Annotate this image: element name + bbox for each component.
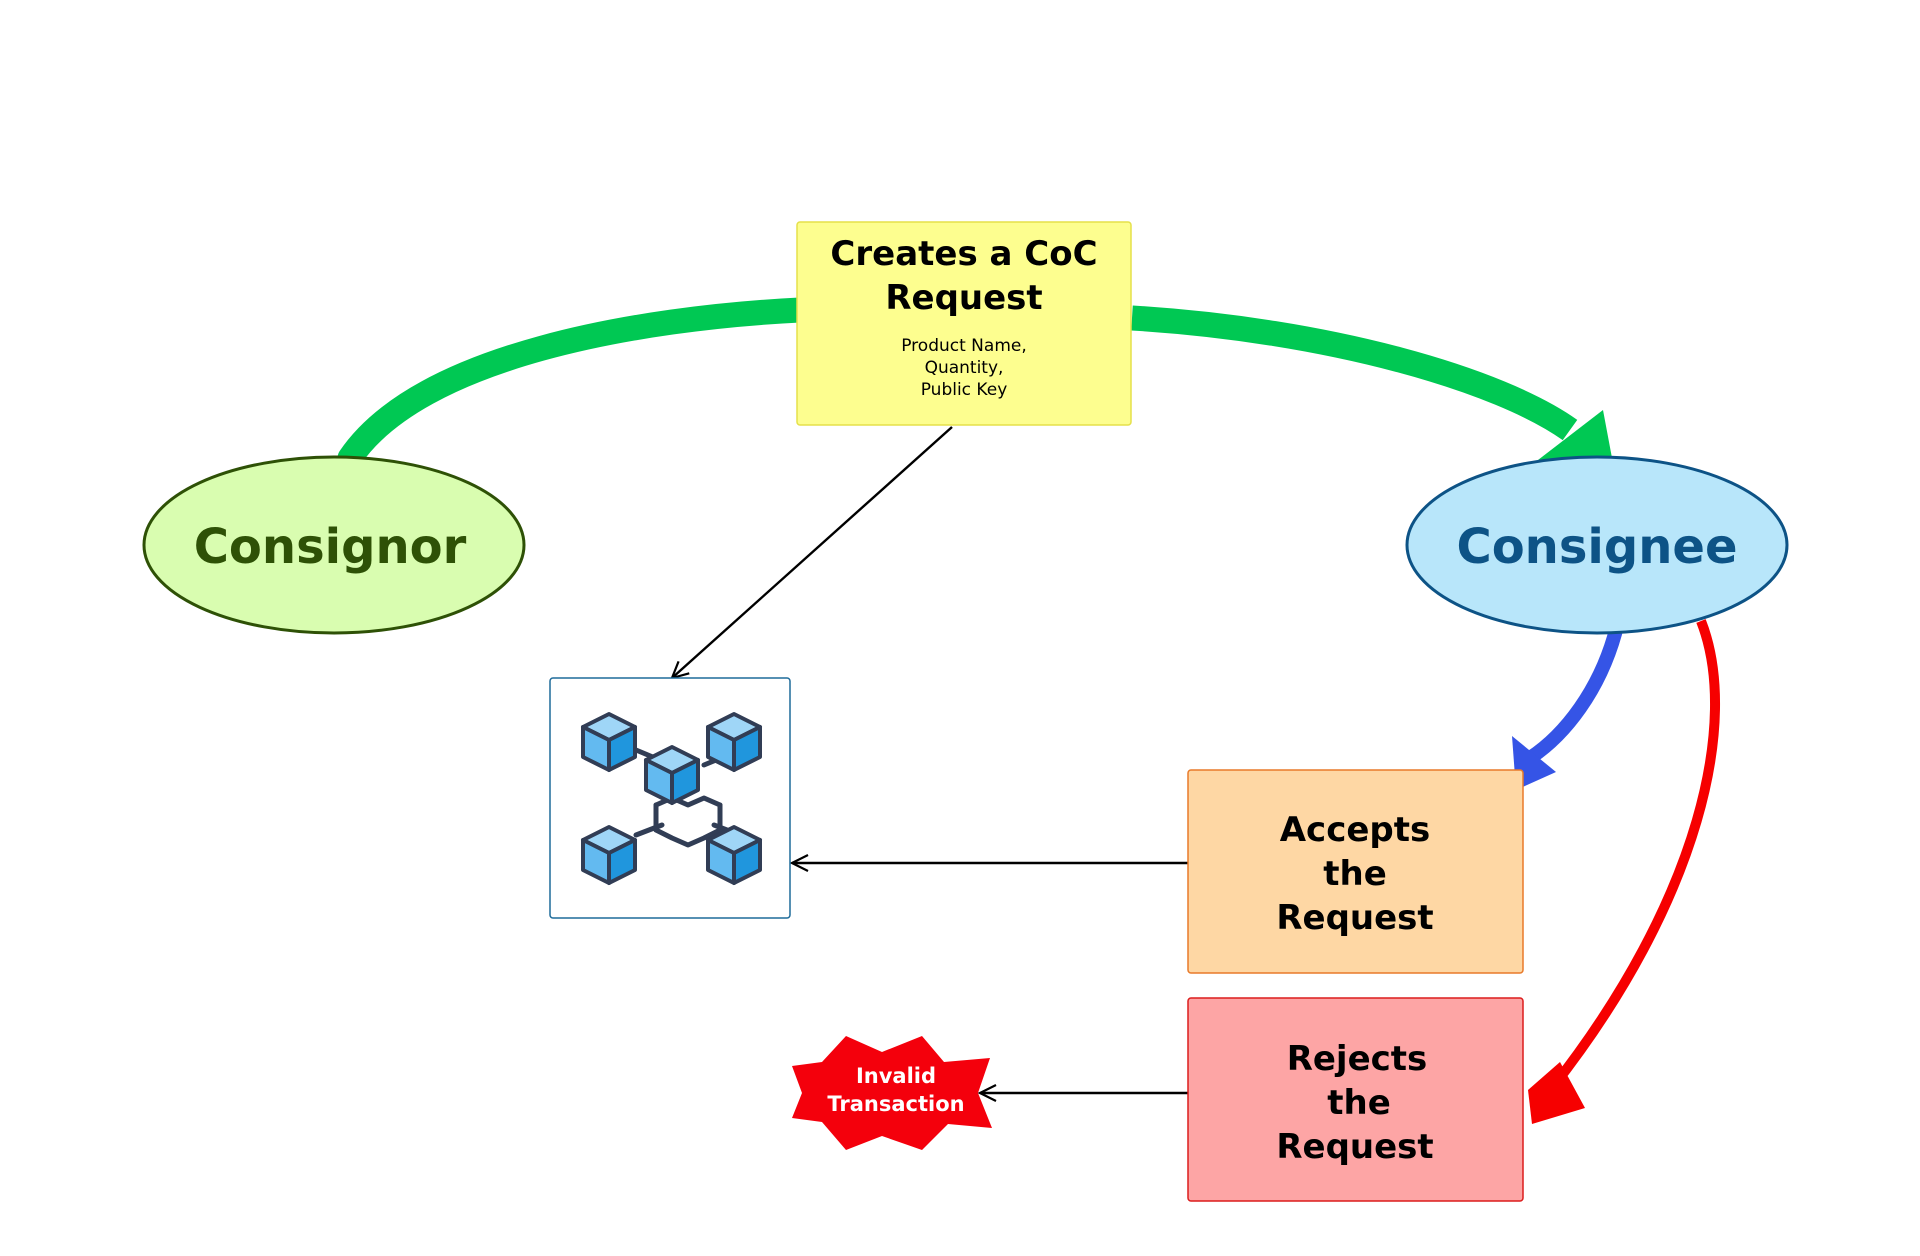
invalid-starburst — [792, 1036, 992, 1150]
invalid-transaction-node: Invalid Transaction — [792, 1036, 992, 1150]
consignee-shape — [1405, 455, 1789, 635]
accept-box — [1187, 769, 1524, 974]
create-request-box — [796, 221, 1132, 426]
blockchain-node — [549, 677, 791, 919]
create-request-node: Creates a CoC Request Product Name, Quan… — [796, 221, 1132, 426]
consignee-node: Consignee — [1405, 455, 1789, 635]
flow-arrow-consignee-to-reject — [1548, 619, 1720, 1092]
blockchain-network-icon — [581, 712, 762, 885]
accept-line1: Accepts — [1280, 810, 1431, 850]
reject-box — [1187, 997, 1524, 1202]
flow-arrow-consignee-to-accept — [1526, 628, 1623, 764]
invalid-line2: Transaction — [827, 1092, 964, 1116]
flow-arrow-consignor-to-consignee — [337, 297, 813, 471]
reject-line1: Rejects — [1287, 1039, 1428, 1079]
consignor-label: Consignor — [194, 519, 467, 575]
create-request-title-line2: Request — [885, 278, 1042, 318]
consignee-label: Consignee — [1456, 519, 1737, 575]
consignor-shape — [142, 455, 526, 635]
reject-line3: Request — [1276, 1127, 1433, 1167]
accept-line2: the — [1323, 854, 1387, 894]
accept-node: Accepts the Request — [1187, 769, 1524, 974]
connector-request-to-blockchain — [672, 426, 953, 678]
reject-node: Rejects the Request — [1187, 997, 1524, 1202]
create-request-detail-line1: Product Name, — [901, 336, 1027, 356]
red-arrowhead — [1528, 1062, 1585, 1124]
create-request-detail-line2: Quantity, — [925, 358, 1004, 378]
reject-line2: the — [1327, 1083, 1391, 1123]
create-request-detail-line3: Public Key — [921, 380, 1008, 400]
consignor-node: Consignor — [142, 455, 526, 635]
invalid-line1: Invalid — [856, 1064, 936, 1088]
create-request-title-line1: Creates a CoC — [830, 234, 1097, 274]
accept-line3: Request — [1276, 898, 1433, 938]
flow-arrow-consignor-to-consignee-right — [1131, 305, 1578, 441]
